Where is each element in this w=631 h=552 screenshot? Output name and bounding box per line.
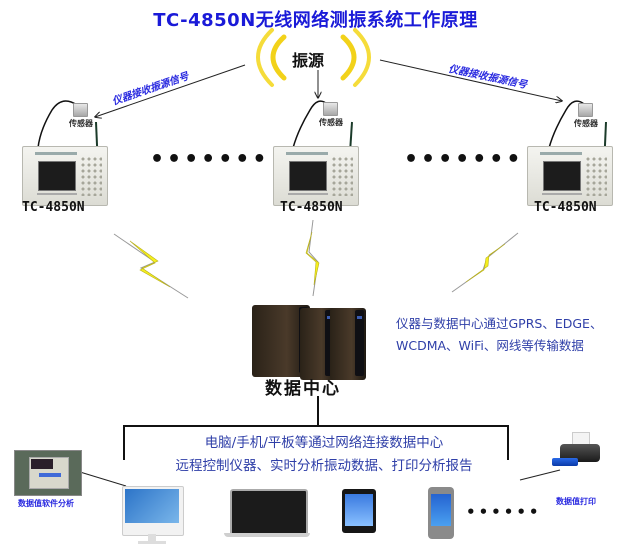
sensor-label: 传感器 [69, 119, 93, 128]
client-description-line1: 电脑/手机/平板等通过网络连接数据中心 [204, 435, 444, 451]
sensor-icon [73, 103, 88, 117]
printer-icon [552, 432, 600, 468]
instrument-device-icon [273, 146, 359, 206]
lightning-right-icon [451, 232, 519, 293]
software-link-line [79, 471, 127, 487]
vibration-waves-icon [256, 28, 371, 87]
printer-label: 数据值打印 [556, 497, 596, 506]
network-description-line1: 仪器与数据中心通过GPRS、EDGE、 [396, 316, 603, 331]
diagram-title: TC-4850N无线网络测振系统工作原理 [153, 10, 478, 31]
sensor-icon [323, 102, 338, 116]
instrument-label: TC-4850N [22, 200, 85, 215]
analysis-software-icon [14, 450, 82, 496]
more-instruments-ellipsis: ••••••• [150, 147, 270, 172]
sensor-label: 传感器 [574, 119, 598, 128]
data-center-label: 数据中心 [265, 379, 341, 399]
more-instruments-ellipsis: ••••••• [404, 147, 524, 172]
software-label: 数据值软件分析 [18, 499, 74, 508]
instrument-device-icon [527, 146, 613, 206]
client-description-line2: 远程控制仪器、实时分析振动数据、打印分析报告 [175, 458, 473, 474]
instrument-label: TC-4850N [280, 200, 343, 215]
tablet-icon [342, 489, 376, 533]
signal-arrow-right [379, 59, 562, 101]
instrument-label: TC-4850N [534, 200, 597, 215]
printer-link-line [519, 469, 561, 481]
sensor-cable-left [37, 100, 78, 149]
sensor-label: 传感器 [319, 118, 343, 127]
desktop-computer-icon [122, 486, 184, 546]
instrument-device-icon [22, 146, 108, 206]
lightning-left-icon [113, 233, 189, 299]
tree-branch-line [123, 425, 509, 460]
sensor-icon [578, 103, 593, 117]
signal-arrow-left [95, 64, 246, 117]
vibration-source-label: 振源 [292, 51, 325, 70]
more-clients-ellipsis: •••••• [466, 503, 542, 521]
server-icon [330, 308, 366, 380]
sensor-cable-center [292, 100, 328, 149]
network-description-line2: WCDMA、WiFi、网线等传输数据 [396, 338, 584, 353]
smartphone-icon [428, 487, 454, 539]
lightning-center-icon [305, 219, 320, 297]
laptop-icon [224, 489, 310, 537]
client-description: 电脑/手机/平板等通过网络连接数据中心 远程控制仪器、实时分析振动数据、打印分析… [124, 432, 524, 478]
network-description: 仪器与数据中心通过GPRS、EDGE、 WCDMA、WiFi、网线等传输数据 [396, 313, 602, 357]
sensor-cable-right [548, 100, 585, 149]
